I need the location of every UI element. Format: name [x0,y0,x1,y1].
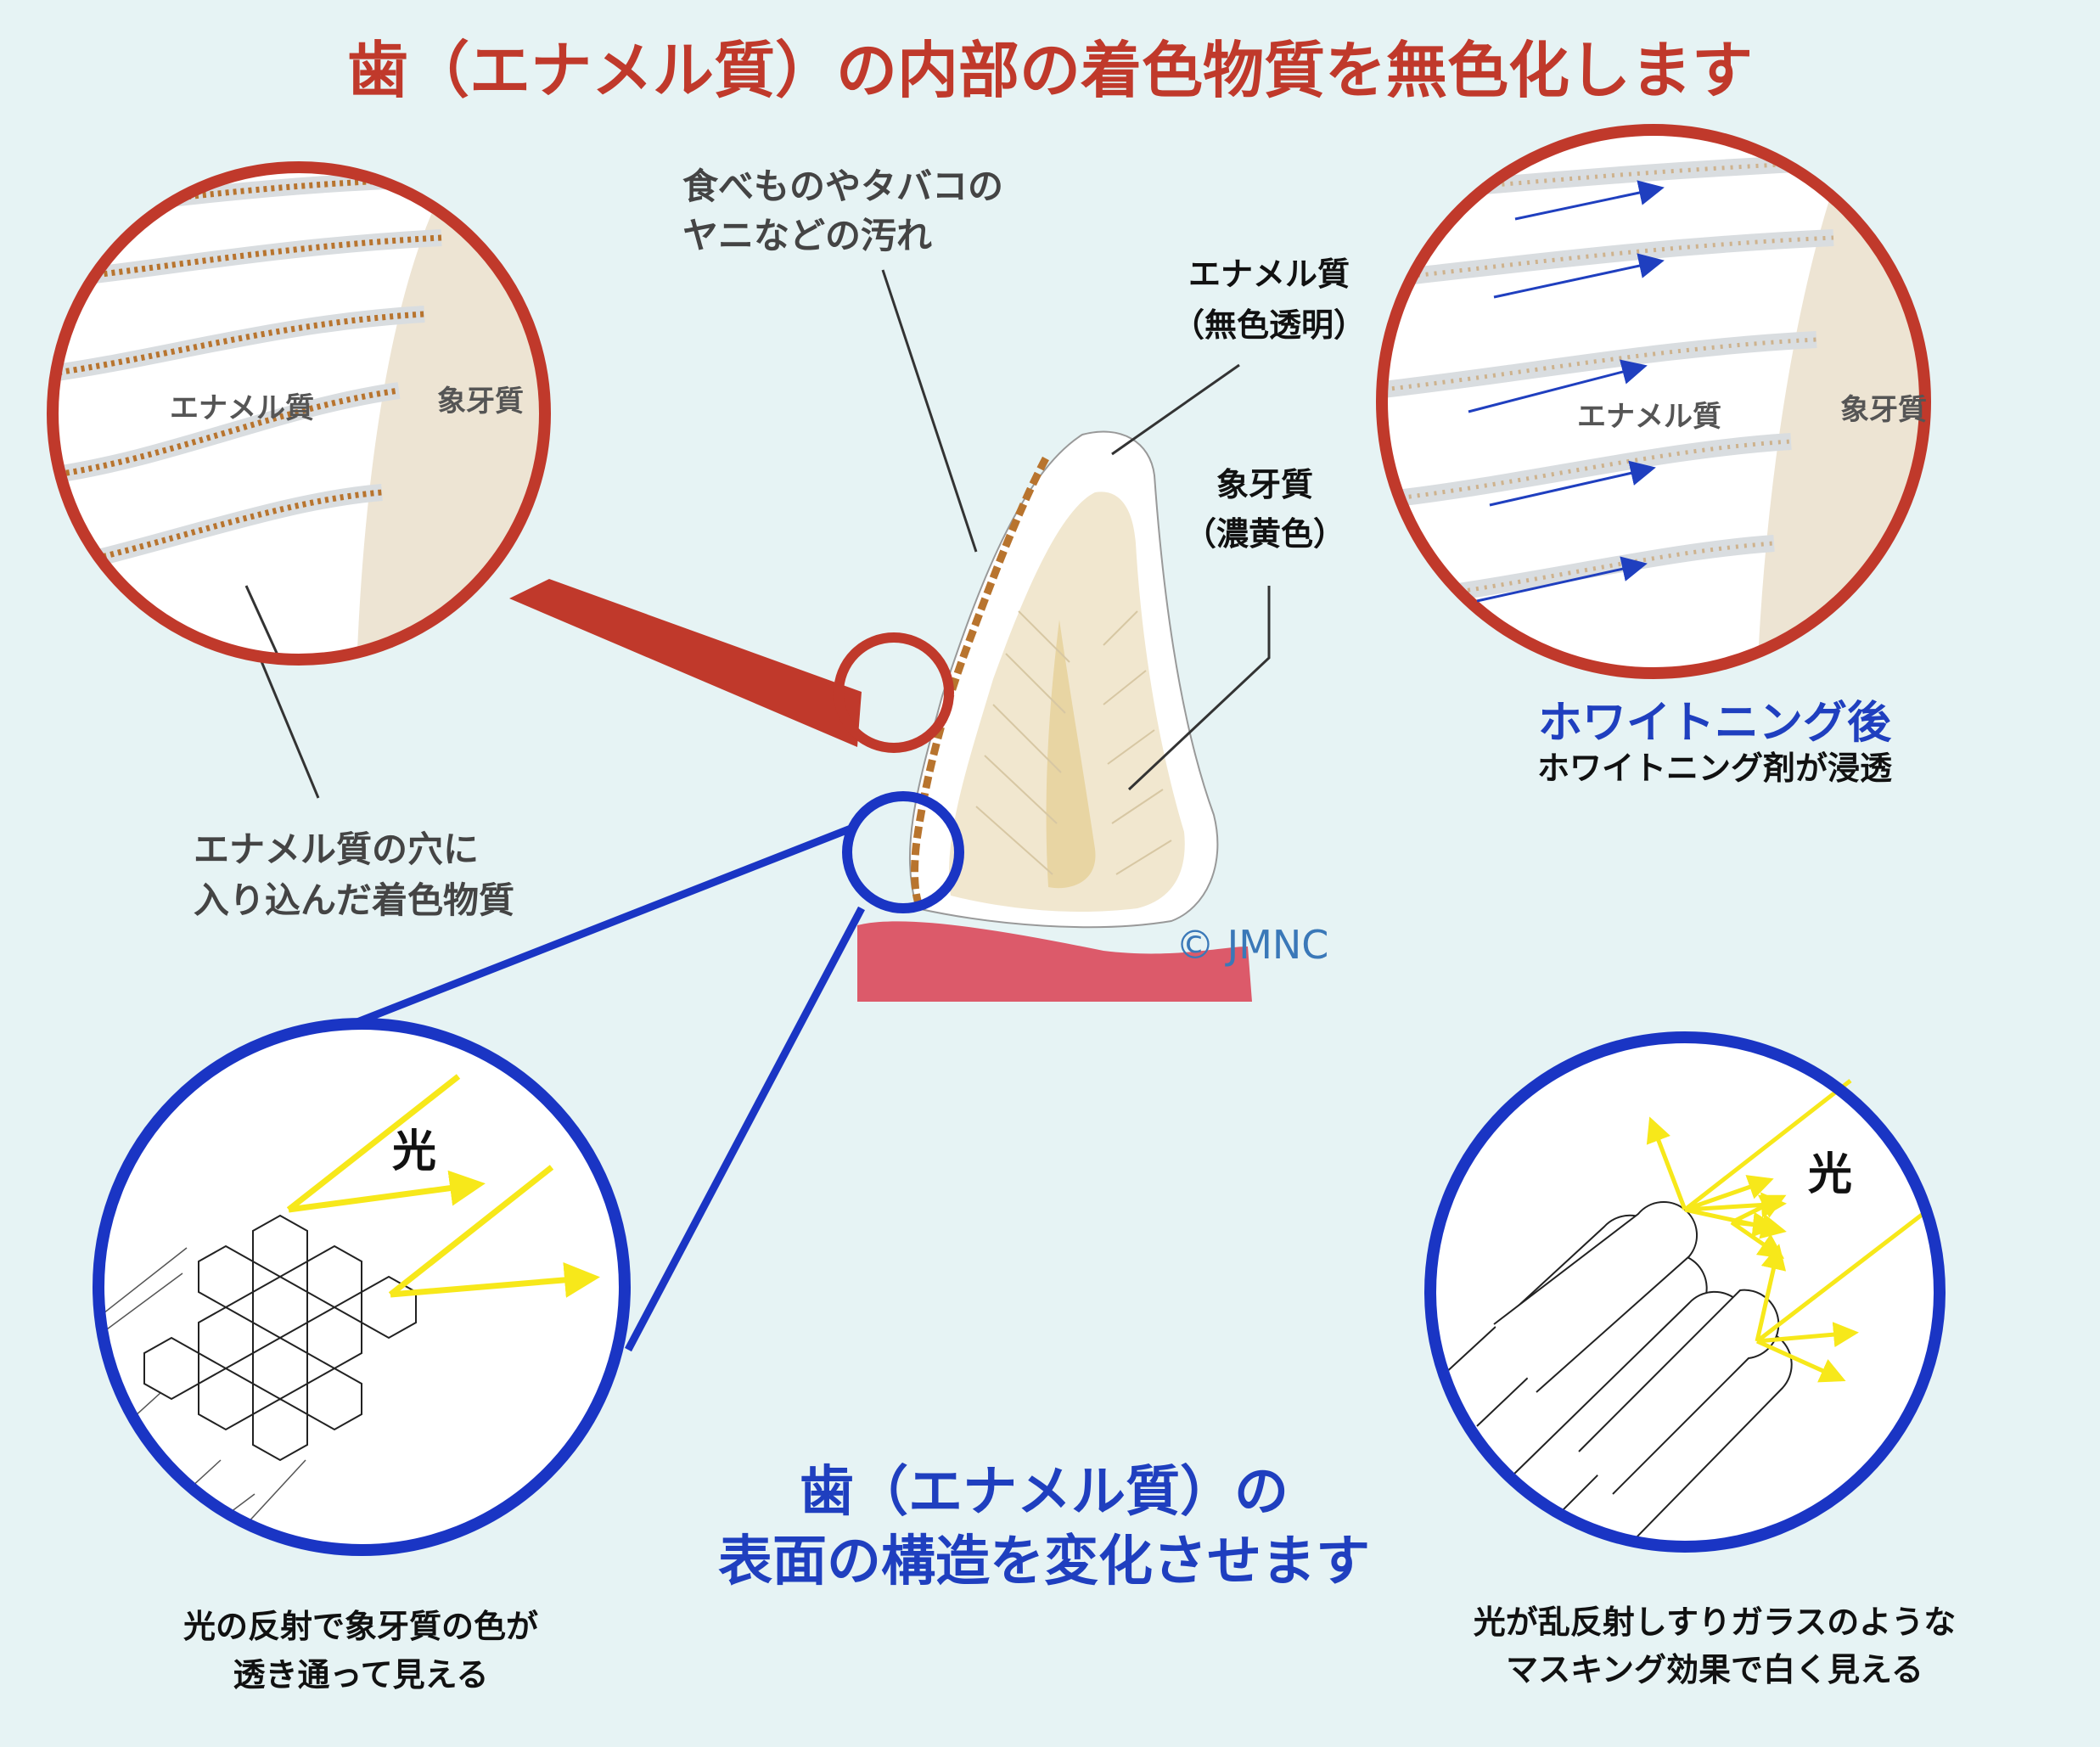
stain-source-label-line2: ヤニなどの汚れ [682,215,933,256]
caption-left-line2: 透き通って見える [233,1656,489,1694]
dentin-label: 象牙質 [1216,466,1313,503]
zoom-smooth [93,791,964,1556]
surface-stain [911,456,1049,911]
caption-right-line1: 光が乱反射しすりガラスのような [1473,1604,1957,1641]
dentin-sublabel: （濃黄色） [1183,515,1345,553]
light-label-left: 光 [392,1126,437,1177]
after-enamel-label: エナメル質 [1577,400,1721,434]
light-label-right: 光 [1808,1149,1853,1200]
pulp-shape [1046,620,1096,889]
after-dentin-label: 象牙質 [1840,393,1927,427]
zoom-diffuse [1424,1031,1946,1553]
tooth-illustration [253,269,1271,1002]
caption-right-line2: マスキング効果で白く見える [1506,1651,1923,1688]
copyright: © JMNC [1176,922,1329,968]
caption-left-line1: 光の反射で象牙質の色が [182,1608,538,1645]
zoom-dentin-label: 象牙質 [437,385,524,418]
structure-title-line2: 表面の構造を変化させます [718,1531,1370,1593]
stain-source-label-line1: 食べものやタバコの [682,166,1004,207]
after-caption: ホワイトニング剤が浸透 [1536,750,1892,787]
zoom-enamel-label: エナメル質 [170,391,314,425]
stain-inside-label-line2: 入り込んだ着色物質 [194,879,515,921]
after-heading: ホワイトニング後 [1537,698,1891,749]
page-title: 歯（エナメル質）の内部の着色物質を無色化します [346,35,1753,106]
gum [857,921,1252,1002]
enamel-label: エナメル質 [1188,256,1350,293]
zoom-before [47,161,954,753]
stain-inside-label-line1: エナメル質の穴に [194,829,480,870]
structure-title-line1: 歯（エナメル質）の [800,1461,1289,1524]
enamel-sublabel: （無色透明） [1171,306,1366,344]
